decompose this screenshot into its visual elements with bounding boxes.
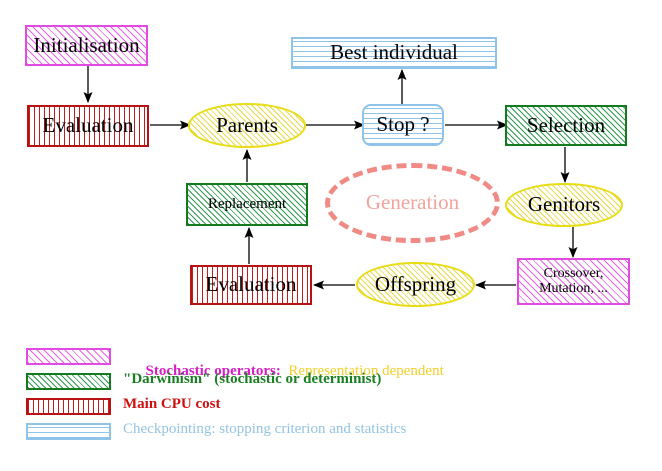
node-genitors[interactable]: Genitors: [505, 183, 623, 227]
legend-swatch-checkpointing: [26, 423, 111, 440]
node-evaluation-top-label: Evaluation: [42, 113, 134, 138]
legend-swatch-main-cpu-cost: [26, 398, 111, 415]
node-crossover-mutation-label: Crossover, Mutation, ...: [539, 266, 608, 296]
legend-extra-representation-dependent: Representation dependent: [288, 363, 444, 379]
node-crossover-mutation[interactable]: Crossover, Mutation, ...: [517, 258, 630, 305]
legend-swatch-stochastic-operators: [26, 348, 111, 365]
legend-swatch-darwinism: [26, 373, 111, 390]
node-selection-label: Selection: [526, 112, 606, 137]
node-replacement-label: Replacement: [207, 195, 287, 212]
legend-label-darwinism: "Darwinism" (stochastic or determinist): [123, 371, 382, 387]
node-evaluation-bottom-label: Evaluation: [205, 272, 297, 297]
node-evaluation-top[interactable]: Evaluation: [27, 105, 149, 147]
node-selection[interactable]: Selection: [505, 105, 627, 146]
node-generation-label: Generation: [365, 190, 460, 215]
node-parents[interactable]: Parents: [188, 103, 306, 148]
node-offspring[interactable]: Offspring: [356, 262, 475, 307]
node-best-individual-label: Best individual: [330, 40, 458, 65]
node-stop[interactable]: Stop ?: [362, 104, 444, 146]
legend-label-main-cpu-cost: Main CPU cost: [123, 396, 221, 412]
legend-label-checkpointing: Checkpointing: stopping criterion and st…: [123, 421, 407, 437]
node-genitors-label: Genitors: [527, 192, 601, 217]
node-stop-label: Stop ?: [376, 112, 430, 137]
node-initialisation-label: Initialisation: [33, 32, 140, 57]
node-initialisation[interactable]: Initialisation: [25, 25, 148, 66]
legend-label-stochastic-operators: Stochastic operators:: [145, 363, 281, 379]
node-parents-label: Parents: [216, 112, 278, 137]
legend-row-stochastic-operators: Stochastic operators: Representation dep…: [123, 346, 444, 397]
node-best-individual[interactable]: Best individual: [291, 37, 497, 69]
node-evaluation-bottom[interactable]: Evaluation: [190, 265, 312, 305]
node-generation-loop: Generation: [325, 163, 500, 243]
node-replacement[interactable]: Replacement: [186, 183, 308, 226]
node-offspring-label: Offspring: [374, 271, 457, 296]
